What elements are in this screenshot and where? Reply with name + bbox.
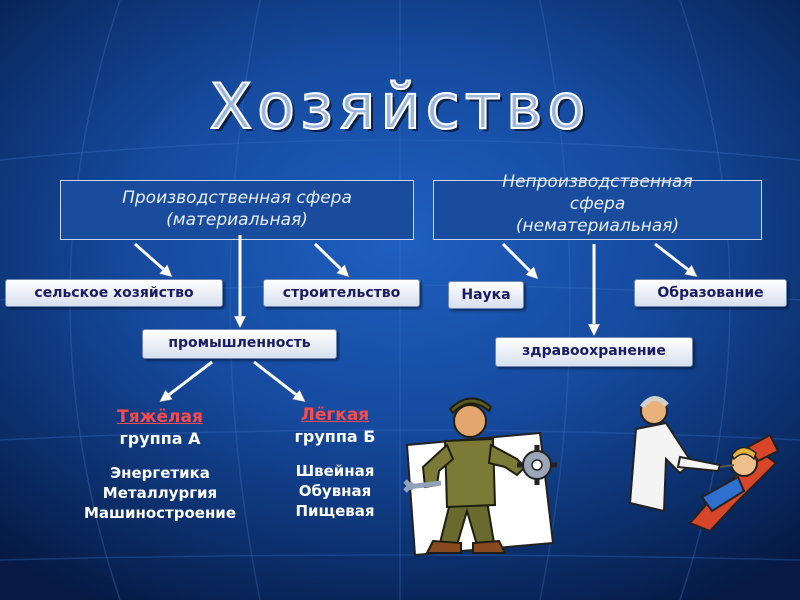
construction-label: строительство	[263, 279, 420, 307]
heavy-industry-block: Тяжёлая группа А Энергетика Металлургия …	[60, 407, 260, 523]
light-industry-item: Обувная	[298, 482, 372, 500]
nonproductive-sphere-box: Непроизводственная сфера (нематериальная…	[433, 172, 762, 240]
productive-sphere-line1: Производственная сфера	[122, 188, 352, 208]
productive-sphere-line2: (материальная)	[166, 210, 308, 230]
heavy-industry-item: Металлургия	[102, 484, 218, 502]
light-industry-item: Швейная	[295, 462, 375, 480]
arrow-to-education	[654, 242, 695, 275]
heavy-industry-heading: Тяжёлая	[117, 407, 203, 427]
arrow-to-science	[501, 242, 536, 277]
heavy-industry-item: Энергетика	[110, 464, 210, 482]
healthcare-label: здравоохранение	[495, 337, 693, 367]
heavy-industry-item: Машиностроение	[83, 504, 236, 522]
arrow-to-agriculture	[134, 242, 170, 275]
dentist-clipart-icon	[628, 396, 780, 533]
light-industry-group: группа Б	[294, 427, 376, 446]
slide-title: Хозяйство	[209, 69, 591, 144]
science-label: Наука	[448, 281, 524, 309]
arrow-to-light	[253, 360, 303, 400]
heavy-industry-list: Энергетика Металлургия Машиностроение	[60, 463, 260, 523]
worker-clipart-icon	[403, 397, 557, 557]
light-industry-list: Швейная Обувная Пищевая	[250, 461, 420, 521]
education-label: Образование	[634, 279, 787, 307]
light-industry-heading: Лёгкая	[300, 405, 370, 425]
nonproductive-sphere-line2: сфера	[569, 194, 626, 214]
arrow-to-heavy	[162, 360, 213, 400]
nonproductive-sphere-line1: Непроизводственная	[502, 172, 693, 192]
arrow-to-construction	[313, 242, 347, 275]
light-industry-block: Лёгкая группа Б Швейная Обувная Пищевая	[250, 405, 420, 521]
productive-sphere-box: Производственная сфера (материальная)	[60, 180, 414, 240]
nonproductive-sphere-line3: (нематериальная)	[515, 216, 680, 236]
agriculture-label: сельское хозяйство	[5, 279, 223, 307]
industry-label: промышленность	[142, 329, 337, 359]
heavy-industry-group: группа А	[119, 429, 201, 448]
light-industry-item: Пищевая	[295, 502, 375, 520]
